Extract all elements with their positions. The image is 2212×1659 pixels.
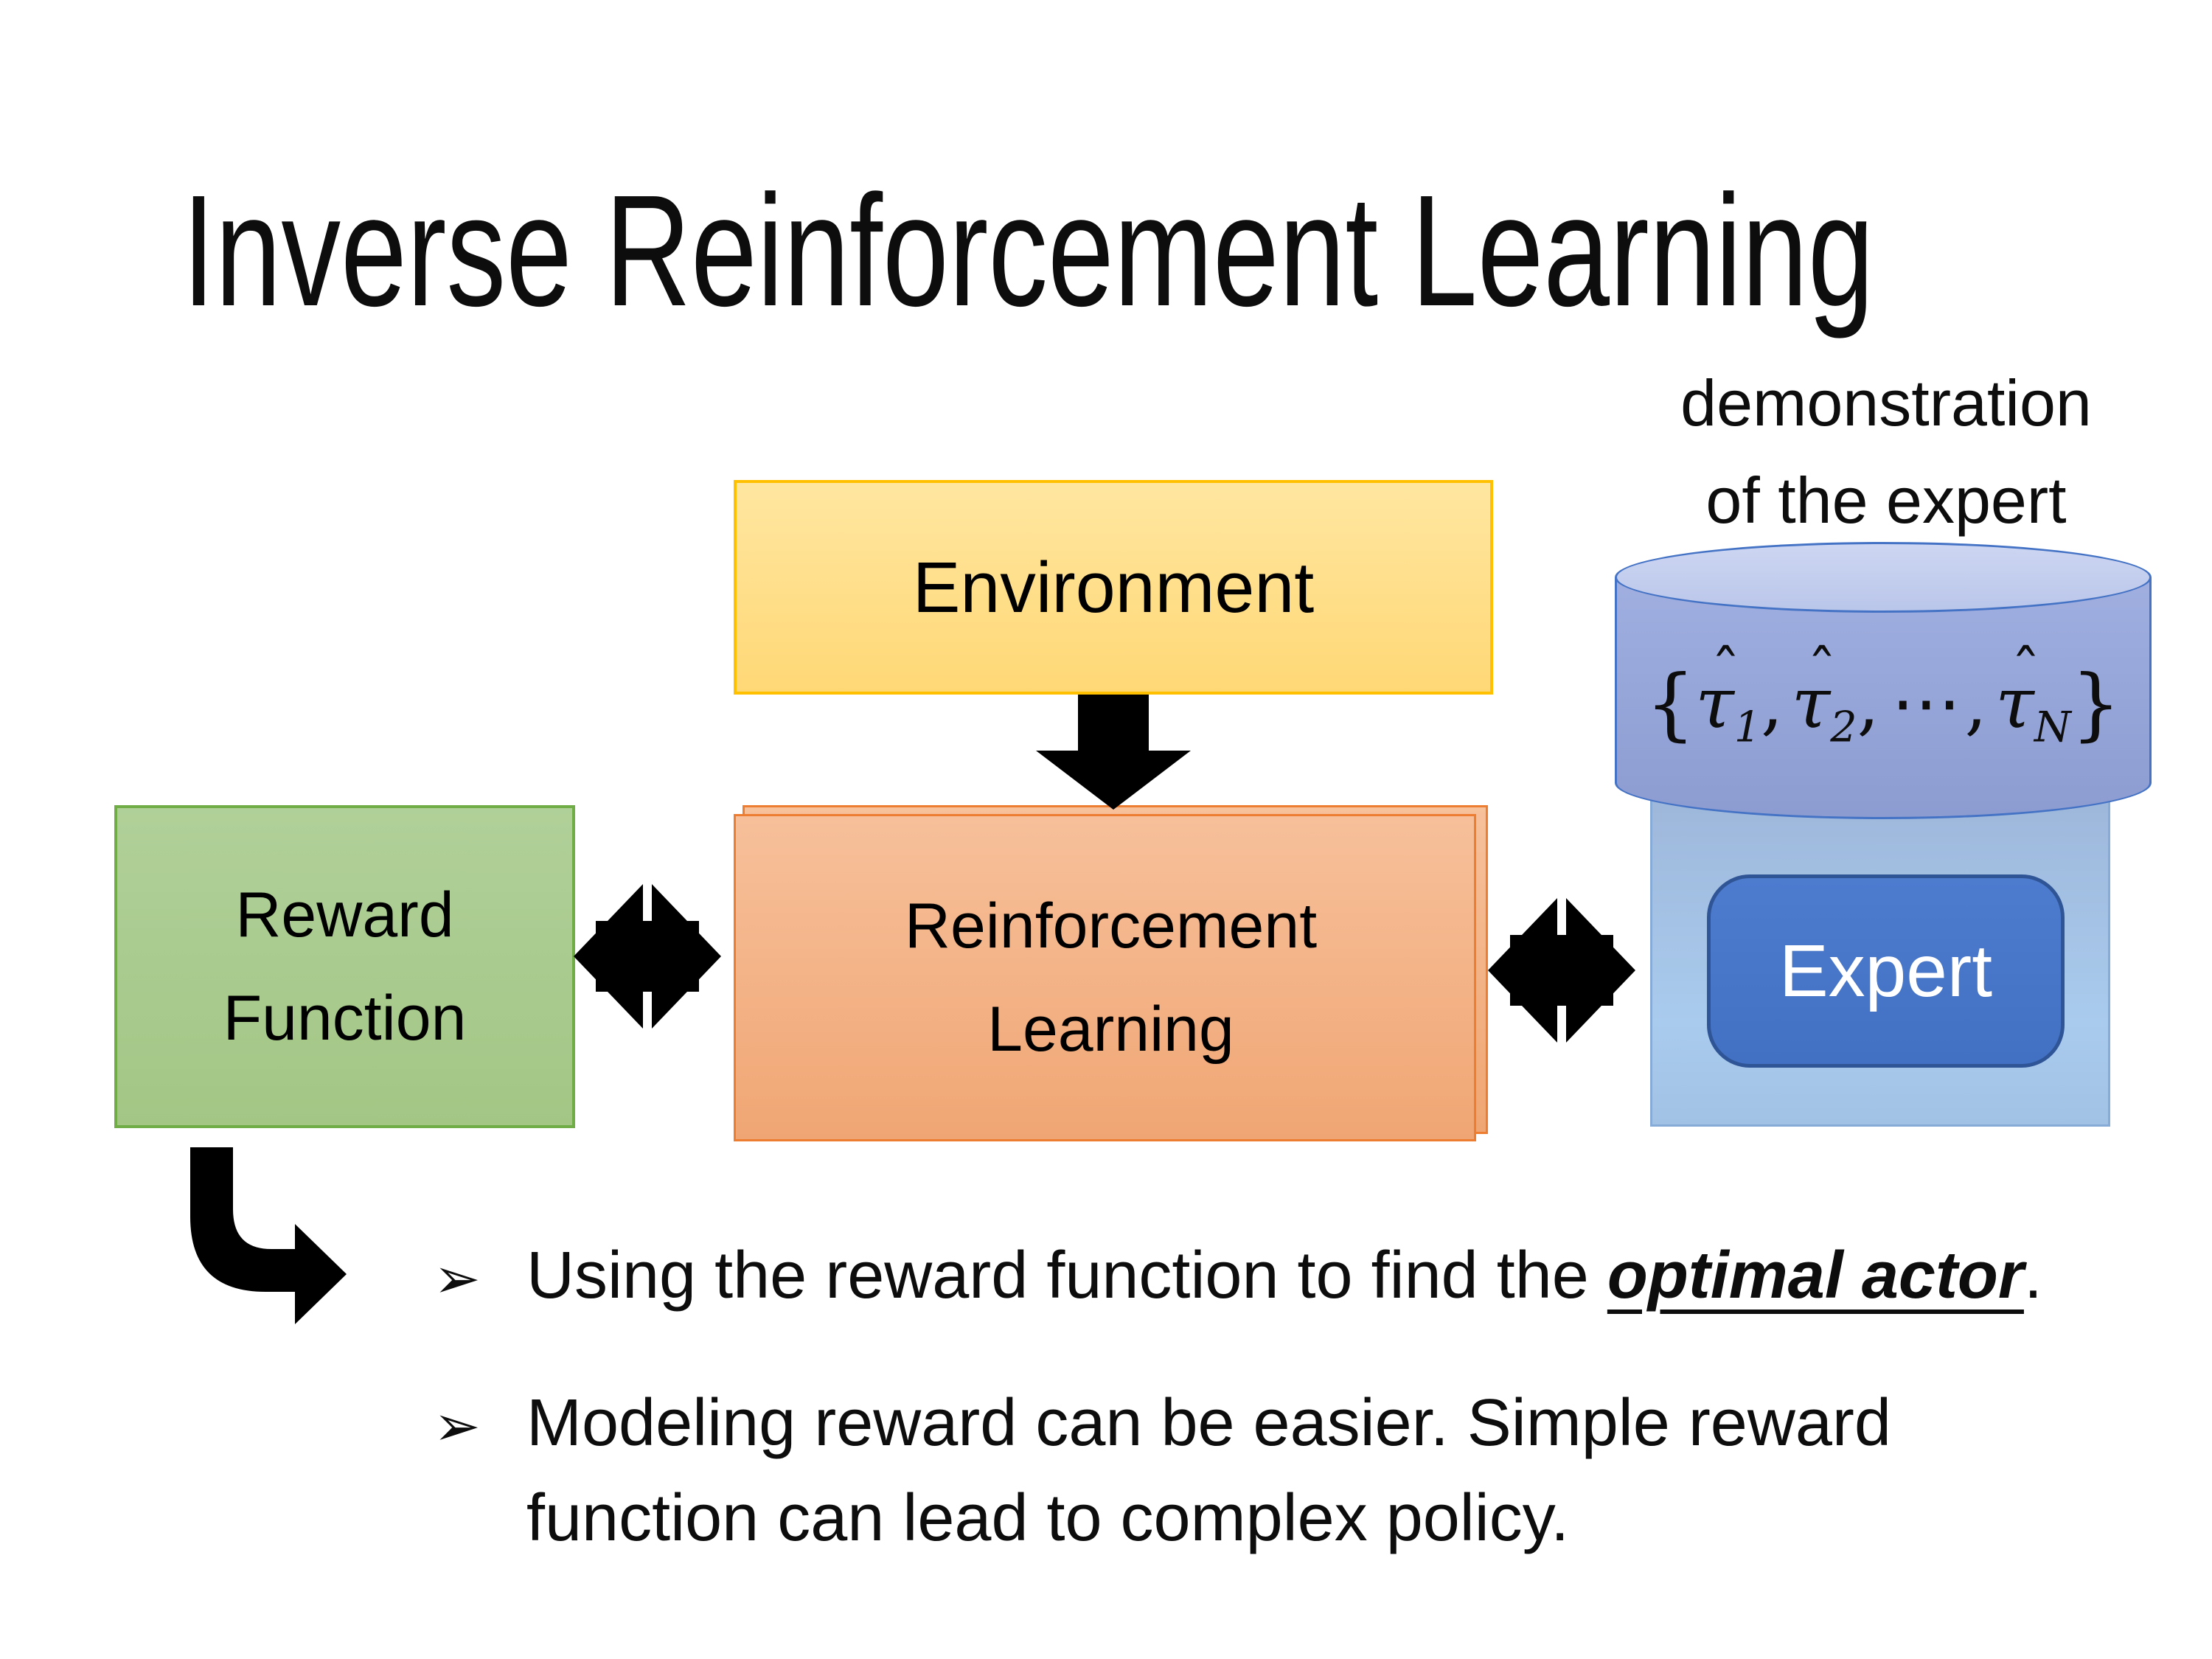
demonstration-cylinder-body	[1615, 577, 2152, 819]
tau-N-subscript: N	[2034, 703, 2071, 752]
comma-3: ,	[1964, 662, 1987, 744]
reward-label-line2: Function	[223, 983, 467, 1054]
bullet-item-1: ➢ Using the reward function to find the o…	[434, 1233, 2042, 1322]
reward-function-label: Reward Function	[223, 863, 467, 1070]
reward-label-line1: Reward	[235, 880, 454, 950]
bullet-item-2: ➢ Modeling reward can be easier. Simple r…	[434, 1377, 1942, 1564]
down-arrow	[1036, 695, 1191, 810]
tau-N-hat: ˆ	[2011, 637, 2041, 707]
rl-label-line1: Reinforcement	[904, 891, 1318, 961]
bullet1-period: .	[2023, 1239, 2042, 1312]
reward-function-box: Reward Function	[114, 805, 575, 1128]
tau-1: τ	[1695, 662, 1734, 744]
tau-2-subscript: 2	[1830, 703, 1857, 752]
slide-title: Inverse Reinforcement Learning	[182, 161, 1874, 339]
expert-box: Expert	[1707, 874, 2065, 1068]
reinforcement-learning-label: Reinforcement Learning	[734, 814, 1488, 1141]
cdots: ⋯	[1891, 662, 1961, 744]
bullet1-text: Using the reward function to find the	[526, 1239, 1607, 1312]
environment-box: Environment	[734, 480, 1493, 695]
tau-1-hat: ˆ	[1711, 637, 1741, 707]
elbow-arrow	[190, 1147, 347, 1324]
environment-label: Environment	[912, 546, 1315, 627]
arrow-bullet-icon: ➢	[434, 1248, 481, 1310]
tau-2: τ	[1791, 662, 1831, 744]
tau-2-hat: ˆ	[1806, 637, 1837, 707]
reinforcement-learning-box	[734, 814, 1476, 1141]
expert-label: Expert	[1778, 929, 1992, 1012]
close-brace: }	[2070, 658, 2121, 750]
demonstration-cylinder-top	[1615, 542, 2152, 613]
tau-1-subscript: 1	[1733, 703, 1761, 752]
tau-N: τ	[1995, 662, 2034, 744]
bullet1-emphasis: optimal actor	[1607, 1239, 2024, 1312]
arrow-bullet-icon: ➢	[434, 1395, 481, 1458]
double-arrow-reward-rl	[574, 884, 721, 1029]
double-arrow-rl-expert	[1488, 898, 1635, 1043]
reinforcement-learning-text: Reinforcement Learning	[905, 874, 1317, 1081]
rl-label-line2: Learning	[987, 994, 1234, 1065]
demonstration-label-line2: of the expert	[1705, 464, 2067, 537]
bullet2-text: Modeling reward can be easier. Simple re…	[526, 1386, 1891, 1555]
open-brace: {	[1645, 658, 1696, 750]
comma-2: ,	[1857, 662, 1879, 744]
comma-1: ,	[1761, 662, 1784, 744]
demonstration-label-line1: demonstration	[1680, 366, 2092, 439]
demonstration-label: demonstration of the expert	[1628, 355, 2144, 549]
